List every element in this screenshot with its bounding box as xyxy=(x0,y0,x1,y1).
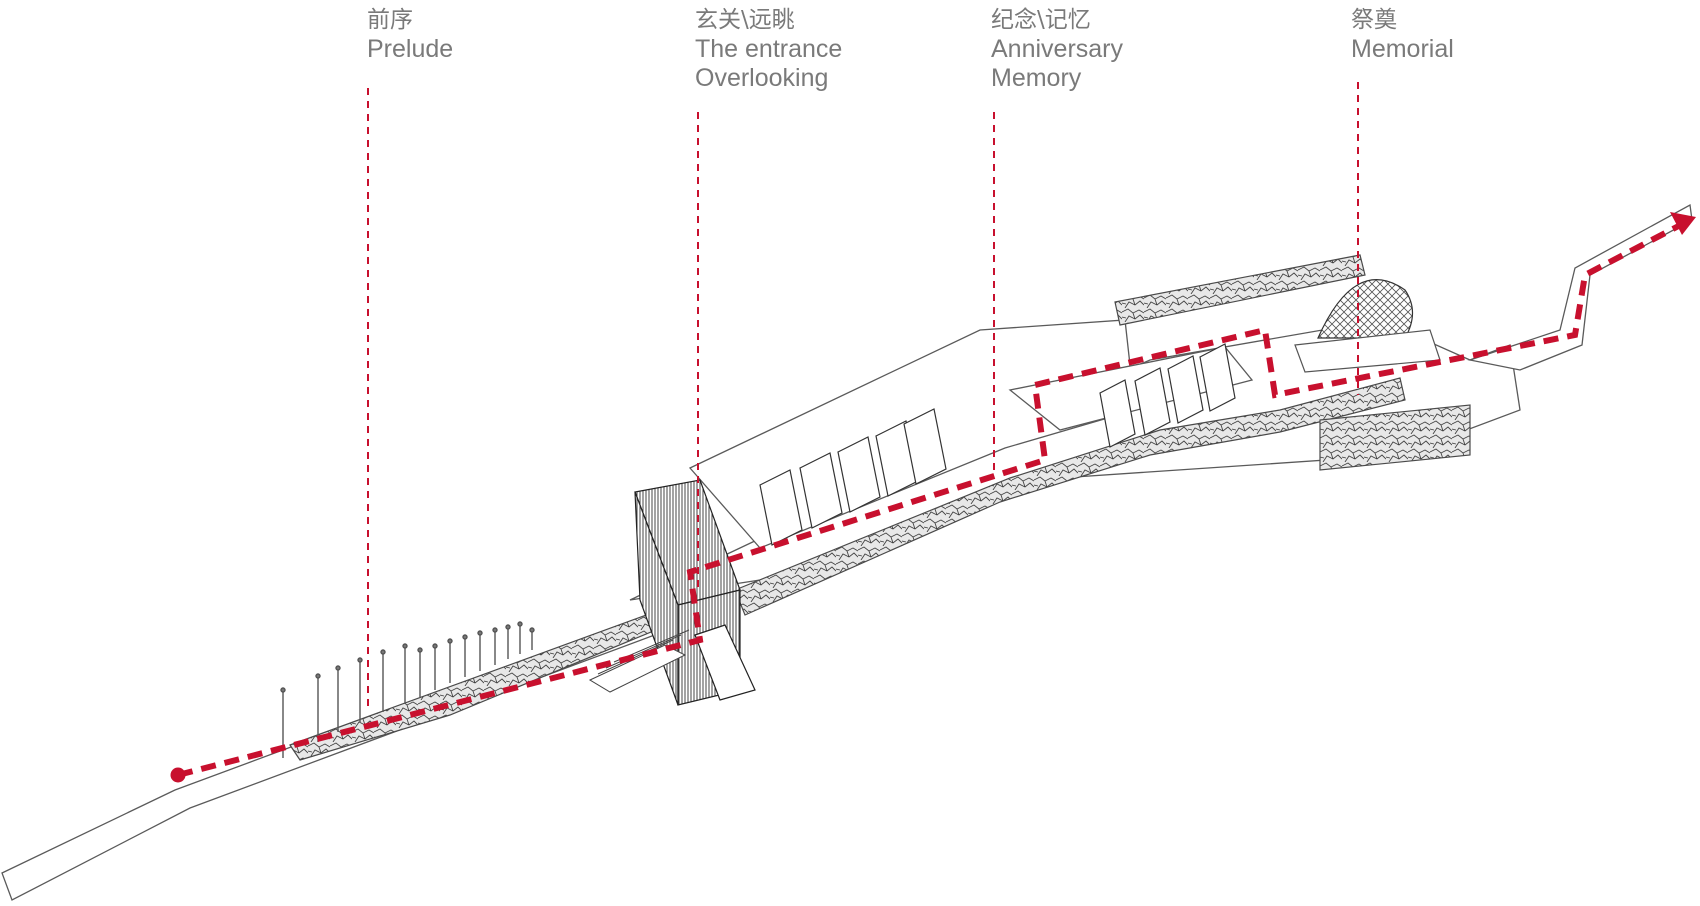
station-en-line: Prelude xyxy=(367,35,454,63)
lower-stone-wall xyxy=(289,609,669,761)
station-label-entrance: 玄关\远眺 The entrance Overlooking xyxy=(695,6,842,93)
prelude-poles xyxy=(280,621,535,758)
leader-lines xyxy=(367,82,1359,712)
station-label-prelude: 前序 Prelude xyxy=(367,6,453,64)
station-en-line: Overlooking xyxy=(695,64,829,92)
station-zh: 祭奠 xyxy=(1351,7,1397,33)
memorial-dome xyxy=(1294,279,1441,373)
arrow-head-icon xyxy=(1670,212,1696,235)
station-en-line: Memorial xyxy=(1351,35,1454,63)
station-label-memorial: 祭奠 Memorial xyxy=(1351,6,1454,64)
memorial-stone-base xyxy=(1319,404,1471,471)
station-en-line: The entrance xyxy=(695,35,843,63)
route-path xyxy=(177,217,1692,778)
stone-walls xyxy=(289,254,1471,761)
route-start-dot xyxy=(170,767,186,783)
station-zh: 纪念\记忆 xyxy=(991,7,1091,33)
memorial-panels-upper xyxy=(1099,343,1236,448)
station-label-memory: 纪念\记忆 Anniversary Memory xyxy=(991,6,1123,93)
station-zh: 前序 xyxy=(367,7,413,33)
station-zh: 玄关\远眺 xyxy=(695,7,795,33)
memorial-panels-lower xyxy=(759,408,947,546)
station-en-line: Anniversary xyxy=(991,35,1123,63)
visitor-route xyxy=(170,212,1696,783)
station-en-line: Memory xyxy=(991,64,1082,92)
upper-stone-wall xyxy=(1114,254,1366,326)
